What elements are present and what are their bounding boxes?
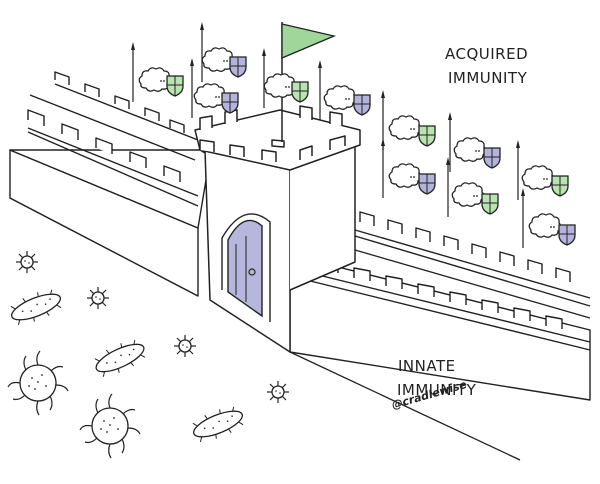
- innate-label-line2: IMMUNITY: [397, 381, 477, 399]
- innate-label-line1: INNATE: [398, 357, 456, 375]
- right-wall: [289, 211, 591, 401]
- acquired-label-line2: IMMUNITY: [448, 69, 528, 87]
- castle-door: [221, 213, 271, 322]
- acquired-label-line1: ACQUIRED: [445, 45, 529, 63]
- left-wall: [9, 71, 211, 297]
- tower: [194, 105, 361, 353]
